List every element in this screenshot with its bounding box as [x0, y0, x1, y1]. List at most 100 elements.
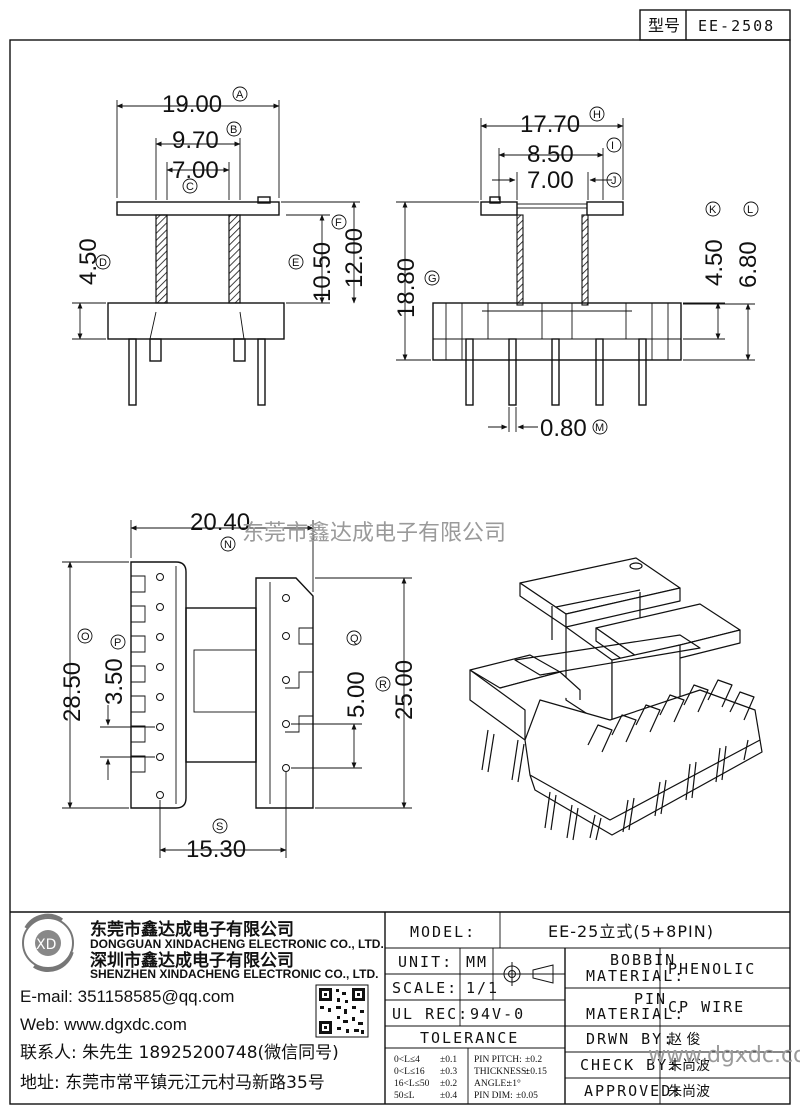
dim-l: 6.80	[735, 241, 762, 288]
ul-label: UL REC:	[392, 1005, 469, 1023]
pin-label: PIN	[634, 990, 667, 1008]
ul-value: 94V-0	[470, 1005, 525, 1023]
watermark: 东莞市鑫达成电子有限公司	[242, 521, 506, 546]
tol-range-1: 0<L≤4	[394, 1055, 420, 1065]
scale-value: 1/1	[466, 979, 499, 997]
tol-val-1: ±0.1	[440, 1055, 457, 1065]
dim-k: 4.50	[701, 239, 728, 286]
model-label: MODEL:	[410, 923, 476, 941]
company-name-sz: 深圳市鑫达成电子有限公司	[90, 950, 294, 971]
tol-key-3: ANGLE:	[474, 1079, 509, 1089]
marker-q: Q	[350, 633, 359, 645]
unit-label: UNIT:	[398, 953, 453, 971]
bobbin-label: BOBBIN	[610, 951, 676, 969]
dim-i: 8.50	[527, 141, 574, 168]
marker-d: D	[99, 257, 107, 269]
dim-c: 7.00	[172, 157, 219, 184]
model-value: EE-25立式(5+8PIN)	[548, 922, 714, 941]
marker-o: O	[81, 631, 90, 643]
pin-value: CP WIRE	[668, 998, 745, 1016]
marker-b: B	[230, 124, 237, 136]
drwn-label: DRWN BY:	[586, 1030, 674, 1048]
company-en-sz: SHENZHEN XINDACHENG ELECTRONIC CO., LTD.	[90, 967, 378, 981]
bottom-view	[62, 520, 412, 858]
marker-p: P	[114, 637, 121, 649]
sheet-border	[9, 39, 791, 1105]
model-header: 型号 EE-2508	[639, 9, 791, 41]
dim-b: 9.70	[172, 127, 219, 154]
pin-label-2: MATERIAL:	[586, 1005, 685, 1023]
company-en-dg: DONGGUAN XINDACHENG ELECTRONIC CO., LTD.	[90, 937, 384, 951]
tol-kval-4: ±0.05	[516, 1091, 538, 1101]
svg-text:XD: XD	[36, 937, 56, 953]
tol-kval-3: ±1°	[507, 1078, 521, 1089]
marker-m: M	[595, 422, 604, 434]
marker-s: S	[216, 821, 223, 833]
bobbin-label-2: MATERIAL:	[586, 967, 685, 985]
marker-j: J	[611, 175, 617, 187]
dim-g: 18.80	[393, 258, 420, 318]
dim-f: 12.00	[341, 228, 368, 288]
dim-m: 0.80	[540, 415, 587, 442]
scale-label: SCALE:	[392, 979, 458, 997]
marker-f: F	[335, 217, 342, 229]
marker-g: G	[428, 273, 437, 285]
dim-e: 10.50	[309, 242, 336, 302]
tol-val-3: ±0.2	[440, 1079, 457, 1089]
dim-o: 28.50	[59, 662, 86, 722]
company-name-dg: 东莞市鑫达成电子有限公司	[90, 919, 294, 940]
type-value: EE-2508	[698, 17, 775, 35]
front-view	[72, 100, 360, 406]
drwn-value: 赵 俊	[668, 1032, 700, 1048]
unit-value: MM	[466, 953, 488, 971]
isometric-view	[469, 557, 763, 841]
marker-e: E	[292, 257, 299, 269]
dimension-labels: 19.00 9.70 7.00 4.50 10.50 12.00 18.80 1…	[59, 91, 762, 863]
qr-code	[315, 984, 369, 1038]
tol-val-4: ±0.4	[440, 1091, 457, 1101]
marker-l: L	[747, 204, 753, 216]
tol-val-2: ±0.3	[440, 1067, 457, 1077]
bobbin-value: PHENOLIC	[668, 960, 756, 978]
tol-key-2: THICKNESS:	[474, 1067, 529, 1077]
marker-i: I	[611, 140, 614, 152]
type-label: 型号	[648, 16, 680, 35]
dim-q: 5.00	[343, 671, 370, 718]
tol-kval-1: ±0.2	[525, 1055, 542, 1065]
tol-key-4: PIN DIM:	[474, 1091, 513, 1101]
tol-range-3: 16<L≤50	[394, 1079, 430, 1089]
marker-a: A	[236, 89, 244, 101]
marker-h: H	[593, 109, 601, 121]
approved-label: APPROVED:	[584, 1082, 683, 1100]
projection-symbol	[500, 962, 557, 986]
marker-k: K	[709, 204, 717, 216]
dim-h: 17.70	[520, 111, 580, 138]
dim-p: 3.50	[101, 658, 128, 705]
company-web[interactable]: Web: www.dgxdc.com	[20, 1015, 187, 1034]
company-logo: XD	[22, 913, 74, 972]
approved-value: 朱尚波	[668, 1084, 710, 1100]
dim-j: 7.00	[527, 167, 574, 194]
marker-r: R	[379, 679, 387, 691]
side-view	[396, 118, 755, 432]
marker-n: N	[224, 539, 232, 551]
company-contact: 联系人: 朱先生 18925200748(微信同号)	[20, 1043, 339, 1063]
dim-d: 4.50	[75, 238, 102, 285]
check-value: 朱尚波	[668, 1058, 710, 1074]
dim-n: 20.40	[190, 509, 250, 536]
marker-c: C	[186, 181, 194, 193]
tol-kval-2: ±0.15	[525, 1067, 547, 1077]
tol-range-2: 0<L≤16	[394, 1067, 425, 1077]
dim-r: 25.00	[391, 660, 418, 720]
dimension-markers: A B C D E F G H I J K L M N O P Q R S	[77, 86, 759, 834]
tol-range-4: 50≤L	[394, 1091, 415, 1101]
dim-s: 15.30	[186, 836, 246, 863]
company-email[interactable]: E-mail: 351158585@qq.com	[20, 987, 234, 1006]
footer-watermark: www.dgxdc.com	[648, 1043, 800, 1068]
company-address: 地址: 东莞市常平镇元江元村马新路35号	[20, 1073, 325, 1093]
check-label: CHECK BY:	[580, 1056, 679, 1074]
title-block: XD 东莞市鑫达成电子有限公司 DONGGUAN XINDACHENG ELEC…	[10, 911, 800, 1104]
dim-a: 19.00	[162, 91, 222, 118]
tolerance-label: TOLERANCE	[420, 1029, 519, 1047]
